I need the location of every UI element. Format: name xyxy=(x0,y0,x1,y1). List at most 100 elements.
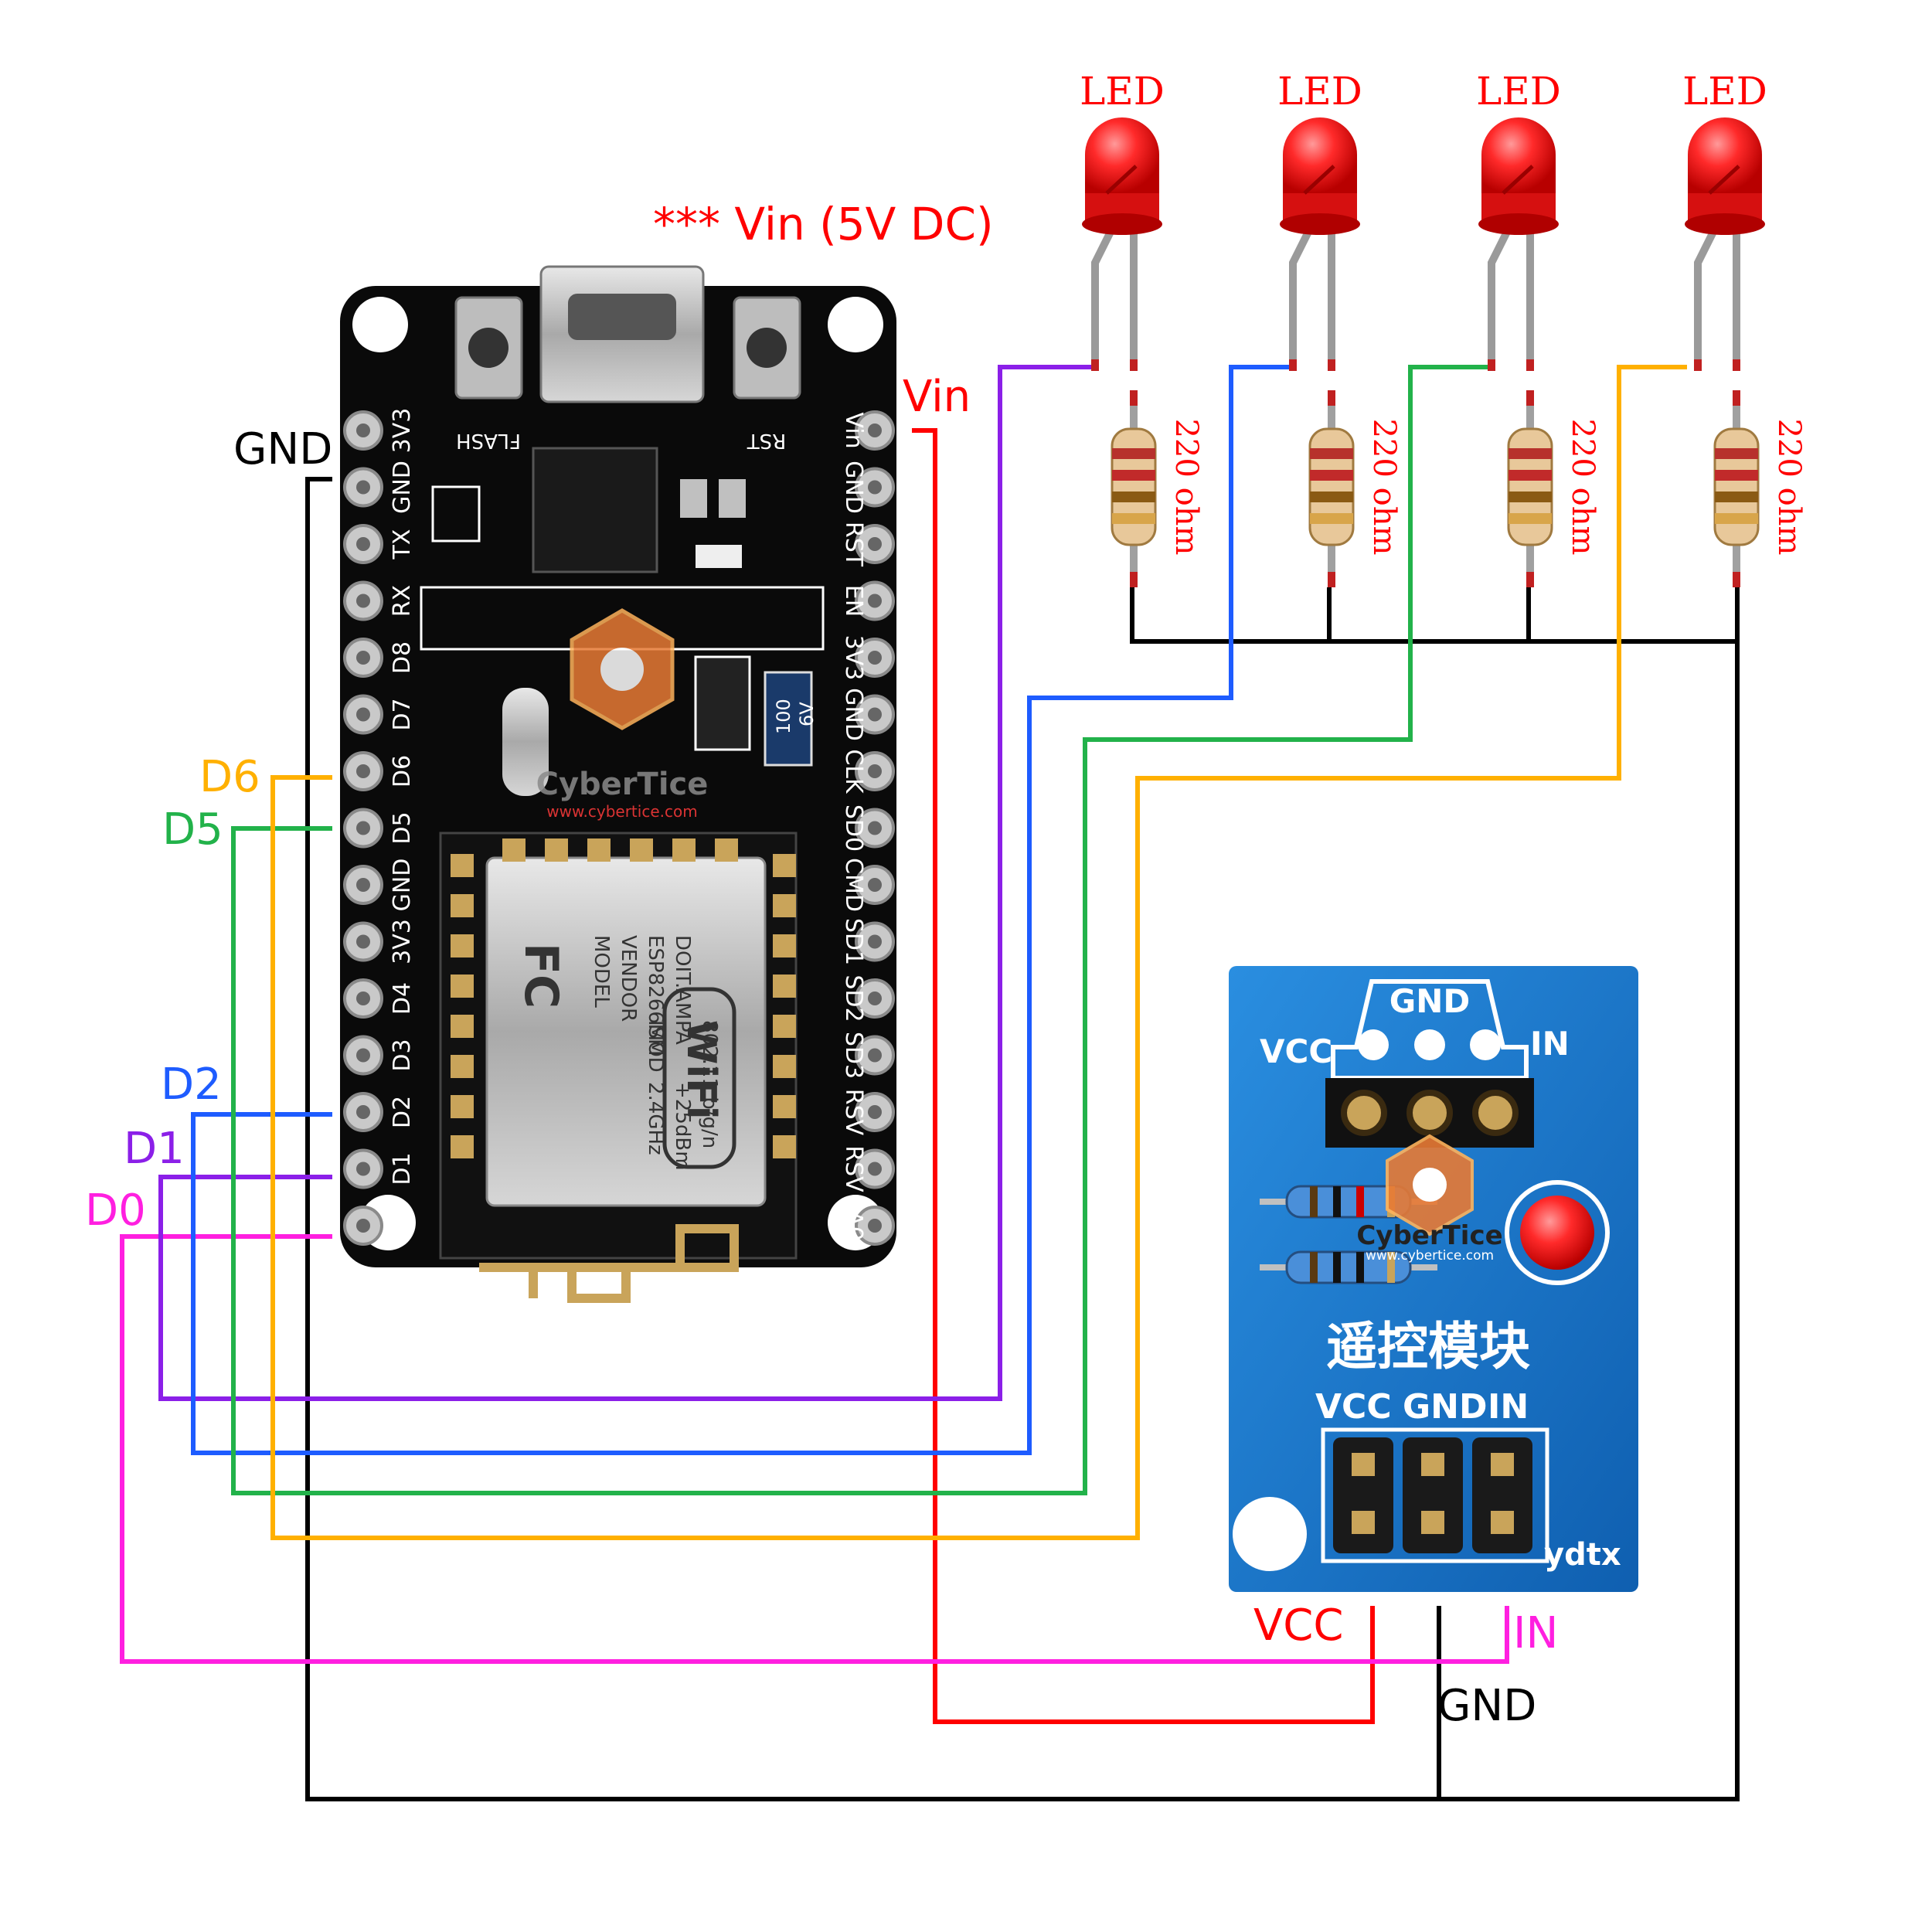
gnd-bottom-label: GND xyxy=(1437,1681,1536,1731)
ir-pad xyxy=(1414,1029,1445,1060)
esp-pad xyxy=(451,1015,474,1038)
led-dome xyxy=(1688,117,1762,193)
wifi-logo: WiFi xyxy=(678,1020,724,1120)
pin-hole-center xyxy=(868,537,882,551)
ir-pin xyxy=(1472,1437,1532,1553)
right-pin-label: SD2 xyxy=(840,975,867,1022)
ir-top-vcc: VCC xyxy=(1260,1032,1332,1070)
right-pin-label: RSV xyxy=(840,1145,867,1192)
led-leg xyxy=(1694,222,1721,367)
ir-socket-hole xyxy=(1406,1090,1453,1136)
wire-d2 xyxy=(191,365,1292,1455)
usb-port xyxy=(568,294,676,340)
ir-pin-header-frame xyxy=(1321,1427,1549,1563)
resistor-body xyxy=(1111,427,1157,546)
wires xyxy=(120,365,1740,1801)
regulator xyxy=(694,655,751,751)
pin-hole-center xyxy=(356,651,370,665)
led-dome xyxy=(1085,117,1159,193)
left-pin-label: D7 xyxy=(389,698,416,730)
esp-pad xyxy=(773,894,796,917)
led-rim xyxy=(1280,213,1360,235)
resistor-band xyxy=(1112,513,1155,524)
cap-value: 100 xyxy=(773,699,794,734)
esp-pad xyxy=(502,838,526,862)
ir-pad xyxy=(1358,1029,1389,1060)
mount-hole xyxy=(352,297,408,352)
pin-hole-center xyxy=(868,707,882,722)
flash-silk: FLASH xyxy=(456,429,521,452)
esp-pad xyxy=(451,1135,474,1158)
module-line: VENDOR xyxy=(617,935,640,1022)
resistor-body xyxy=(1308,427,1355,546)
watermark-name: CyberTice xyxy=(536,767,709,802)
ir-pin-tip xyxy=(1491,1453,1514,1476)
resistor-band xyxy=(1509,470,1552,481)
pin-hole-center xyxy=(868,1105,882,1119)
pin-hole-center xyxy=(356,537,370,551)
left-pin-label: D0 xyxy=(389,1209,416,1242)
right-pin-label: RSV xyxy=(840,1089,867,1136)
right-pin-holes xyxy=(855,410,895,1246)
left-pin-label: D8 xyxy=(389,641,416,674)
resistor-body xyxy=(1713,427,1760,546)
esp-pad xyxy=(451,1055,474,1078)
led-leg xyxy=(1289,222,1316,367)
pin-hole-center xyxy=(356,1219,370,1233)
watermark-board: CyberTice www.cybertice.com xyxy=(536,608,709,821)
ir-bottom-vcc: VCC xyxy=(1315,1387,1392,1427)
cap-voltage: 6V xyxy=(796,702,818,726)
pin-hole-center xyxy=(356,934,370,949)
resistor-band xyxy=(1310,470,1353,481)
pin-hole-center xyxy=(868,480,882,495)
wire-d5 xyxy=(231,365,1488,1495)
wire-vin xyxy=(912,428,1375,1724)
pin-hole-center xyxy=(356,594,370,608)
resistor-band xyxy=(1509,513,1552,524)
left-pin-label: GND xyxy=(389,461,416,514)
esp-pads xyxy=(451,838,796,1158)
d6-label: D6 xyxy=(199,752,260,802)
led-dome xyxy=(1283,117,1357,193)
resistor-band xyxy=(1715,492,1758,502)
watermark-c xyxy=(1413,1168,1447,1202)
resistor-band xyxy=(1509,448,1552,459)
ir-resistor xyxy=(1260,1250,1437,1284)
pin-hole-center xyxy=(868,764,882,778)
module-line: 802.11 b/g/n xyxy=(698,1020,721,1148)
right-pin-label: SD0 xyxy=(840,804,867,852)
watermark-name: CyberTice xyxy=(1356,1220,1502,1251)
wire-labels: GND Vin D6 D5 D2 D1 D0 VCC IN GND xyxy=(85,372,1558,1731)
ir-pin xyxy=(1333,1437,1393,1553)
resistor-body xyxy=(1507,427,1553,546)
left-pin-label: RX xyxy=(389,585,416,617)
ir-socket-hole xyxy=(1472,1090,1519,1136)
led-rim xyxy=(1685,213,1765,235)
right-pin-label: 3V3 xyxy=(840,635,867,681)
ir-receiver-module: GND VCC IN CyberTice xyxy=(1229,966,1638,1592)
esp-pad xyxy=(451,1095,474,1118)
esp-pad xyxy=(451,894,474,917)
fc-mark: FC xyxy=(514,943,568,1009)
esp-pad xyxy=(773,854,796,877)
resistor-band xyxy=(1310,513,1353,524)
smd-part xyxy=(680,479,707,518)
ir-pin-tip xyxy=(1421,1453,1444,1476)
nodemcu-board: FLASH RST 100 6V FC MODEL VENDOR ISM PA … xyxy=(340,265,896,1303)
led-dome xyxy=(1481,117,1556,193)
pin-hole-center xyxy=(356,821,370,835)
resistor-label: 220 ohm xyxy=(1565,419,1600,556)
resistor-label: 220 ohm xyxy=(1366,419,1402,556)
right-pin-label: A0 xyxy=(840,1210,867,1241)
module-line: MODEL xyxy=(590,935,613,1008)
right-pin-label: CLK xyxy=(840,749,867,794)
wire-d6 xyxy=(270,365,1687,1540)
d2-label: D2 xyxy=(161,1060,222,1110)
right-pin-label: EN xyxy=(840,585,867,617)
pin-hole-center xyxy=(868,821,882,835)
